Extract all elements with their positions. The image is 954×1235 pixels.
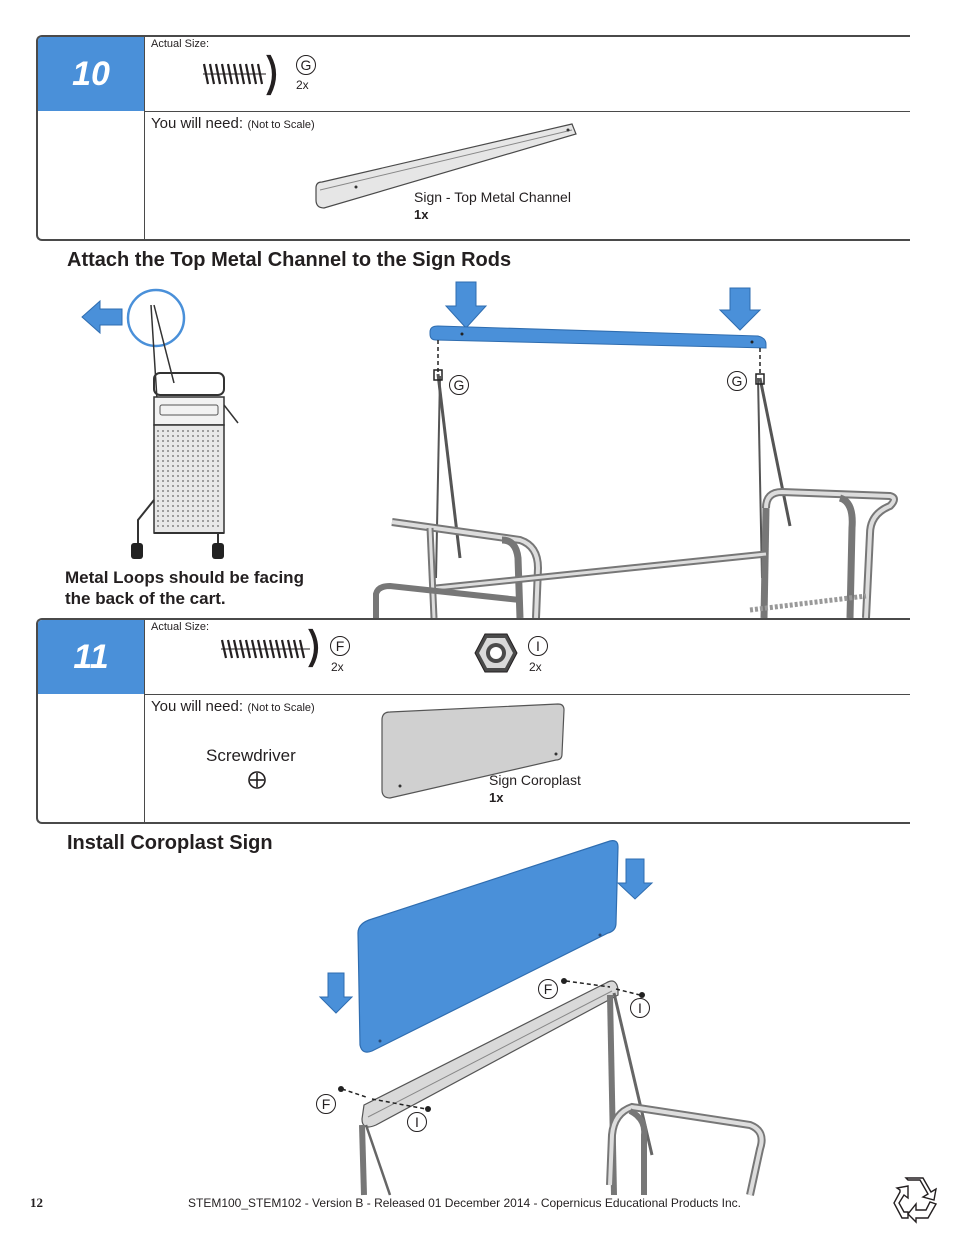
part-g-letter: G: [296, 55, 316, 75]
screw-g-icon: [202, 54, 277, 96]
step-11-divider: [144, 620, 145, 822]
step-10-actual-size-label: Actual Size:: [151, 38, 210, 50]
callout-g-right: G: [727, 371, 747, 391]
part-f-letter: F: [330, 636, 350, 656]
sign-coroplast-name: Sign Coroplast: [489, 772, 581, 788]
part-i-letter: I: [528, 636, 548, 656]
page-number: 12: [30, 1195, 43, 1210]
step-11-you-will-need: You will need: (Not to Scale): [151, 698, 315, 715]
sign-coroplast-item-icon: [381, 703, 565, 799]
step-11-rule: [144, 694, 910, 695]
step-10-divider: [144, 37, 145, 239]
nut-i-icon: [474, 633, 518, 673]
step-10-heading: Attach the Top Metal Channel to the Sign…: [67, 249, 512, 271]
callout-g-left: G: [449, 375, 469, 395]
coroplast-install-illustration: [318, 840, 766, 1196]
screwdriver-label: Screwdriver: [206, 746, 296, 765]
cart-side-view-illustration: [81, 288, 239, 559]
part-i-qty: 2x: [529, 660, 542, 674]
sign-coroplast-qty: 1x: [489, 790, 504, 805]
step-10-box: 10: [36, 35, 910, 241]
step-11-heading: Install Coroplast Sign: [67, 832, 273, 854]
part-g-qty: 2x: [296, 78, 309, 92]
step-11-number: 11: [38, 620, 144, 694]
screw-f-icon: [220, 628, 319, 668]
callout-f-top: F: [538, 979, 558, 999]
top-metal-channel-qty: 1x: [414, 207, 429, 222]
cart-front-view-illustration: [373, 281, 898, 619]
footer-text: STEM100_STEM102 - Version B - Released 0…: [188, 1196, 741, 1210]
top-metal-channel-item-icon: [315, 123, 577, 209]
step-10-rule: [144, 111, 910, 112]
top-metal-channel-name: Sign - Top Metal Channel: [414, 189, 571, 205]
step-11-actual-size-label: Actual Size:: [151, 621, 210, 633]
phillips-screwdriver-icon: [248, 771, 266, 789]
pegboard-dots: [157, 430, 219, 527]
metal-loops-note: Metal Loops should be facing the back of…: [65, 568, 304, 608]
recycle-icon: [893, 1177, 938, 1224]
callout-i-bottom: I: [407, 1112, 427, 1132]
step-10-you-will-need: You will need: (Not to Scale): [151, 115, 315, 132]
callout-f-bottom: F: [316, 1094, 336, 1114]
part-f-qty: 2x: [331, 660, 344, 674]
callout-i-top: I: [630, 998, 650, 1018]
step-10-number: 10: [38, 37, 144, 111]
step-11-box: 11: [36, 618, 910, 824]
